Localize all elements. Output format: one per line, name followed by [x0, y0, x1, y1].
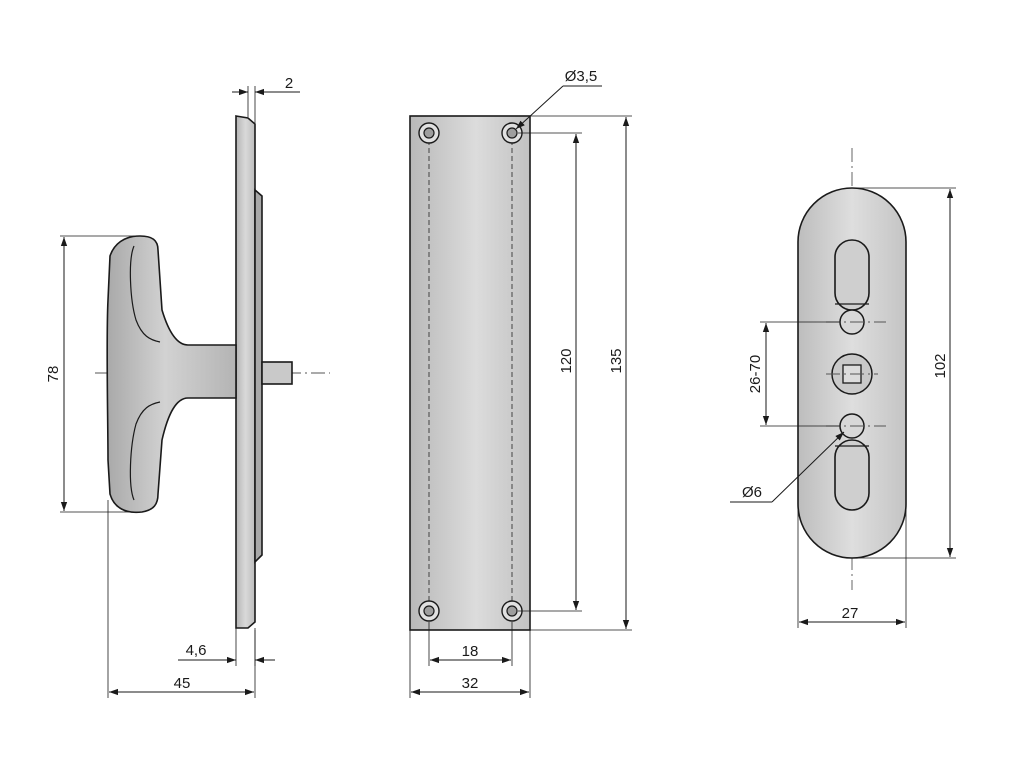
- dim-thickness: 2: [285, 75, 293, 92]
- dim-depth: 45: [174, 675, 191, 692]
- side-handle-groove-bottom: [129, 401, 161, 501]
- side-plate-rear: [254, 188, 263, 564]
- side-t-handle: [106, 235, 237, 514]
- back-slot-top: [834, 239, 870, 311]
- dim-stem: 4,6: [186, 642, 207, 659]
- dim-width: 32: [462, 675, 479, 692]
- side-plate: [235, 115, 256, 629]
- dim-range: 26-70: [747, 355, 764, 393]
- dim-hole-spacing-h: 18: [462, 643, 479, 660]
- dim-length: 135: [608, 348, 625, 373]
- front-hole-top-left: [418, 122, 440, 144]
- back-view: 26-70 102 Ø6 27: [730, 148, 956, 628]
- side-view: 2 78 4,6 45: [45, 75, 330, 698]
- back-slot-bottom: [834, 439, 870, 511]
- front-plate: [409, 115, 531, 631]
- side-spindle: [261, 361, 293, 385]
- dim-handle-height: 78: [45, 366, 62, 383]
- dim-hole-spacing-v: 120: [558, 348, 575, 373]
- side-handle-groove-top: [129, 245, 161, 343]
- dim-back-width: 27: [842, 605, 859, 622]
- dim-front-hole-dia: Ø3,5: [565, 68, 598, 85]
- dim-back-length: 102: [932, 353, 949, 378]
- front-view: Ø3,5 120 135 18 32: [409, 68, 632, 698]
- front-hole-bottom-left: [418, 600, 440, 622]
- dim-back-hole-dia: Ø6: [742, 484, 762, 501]
